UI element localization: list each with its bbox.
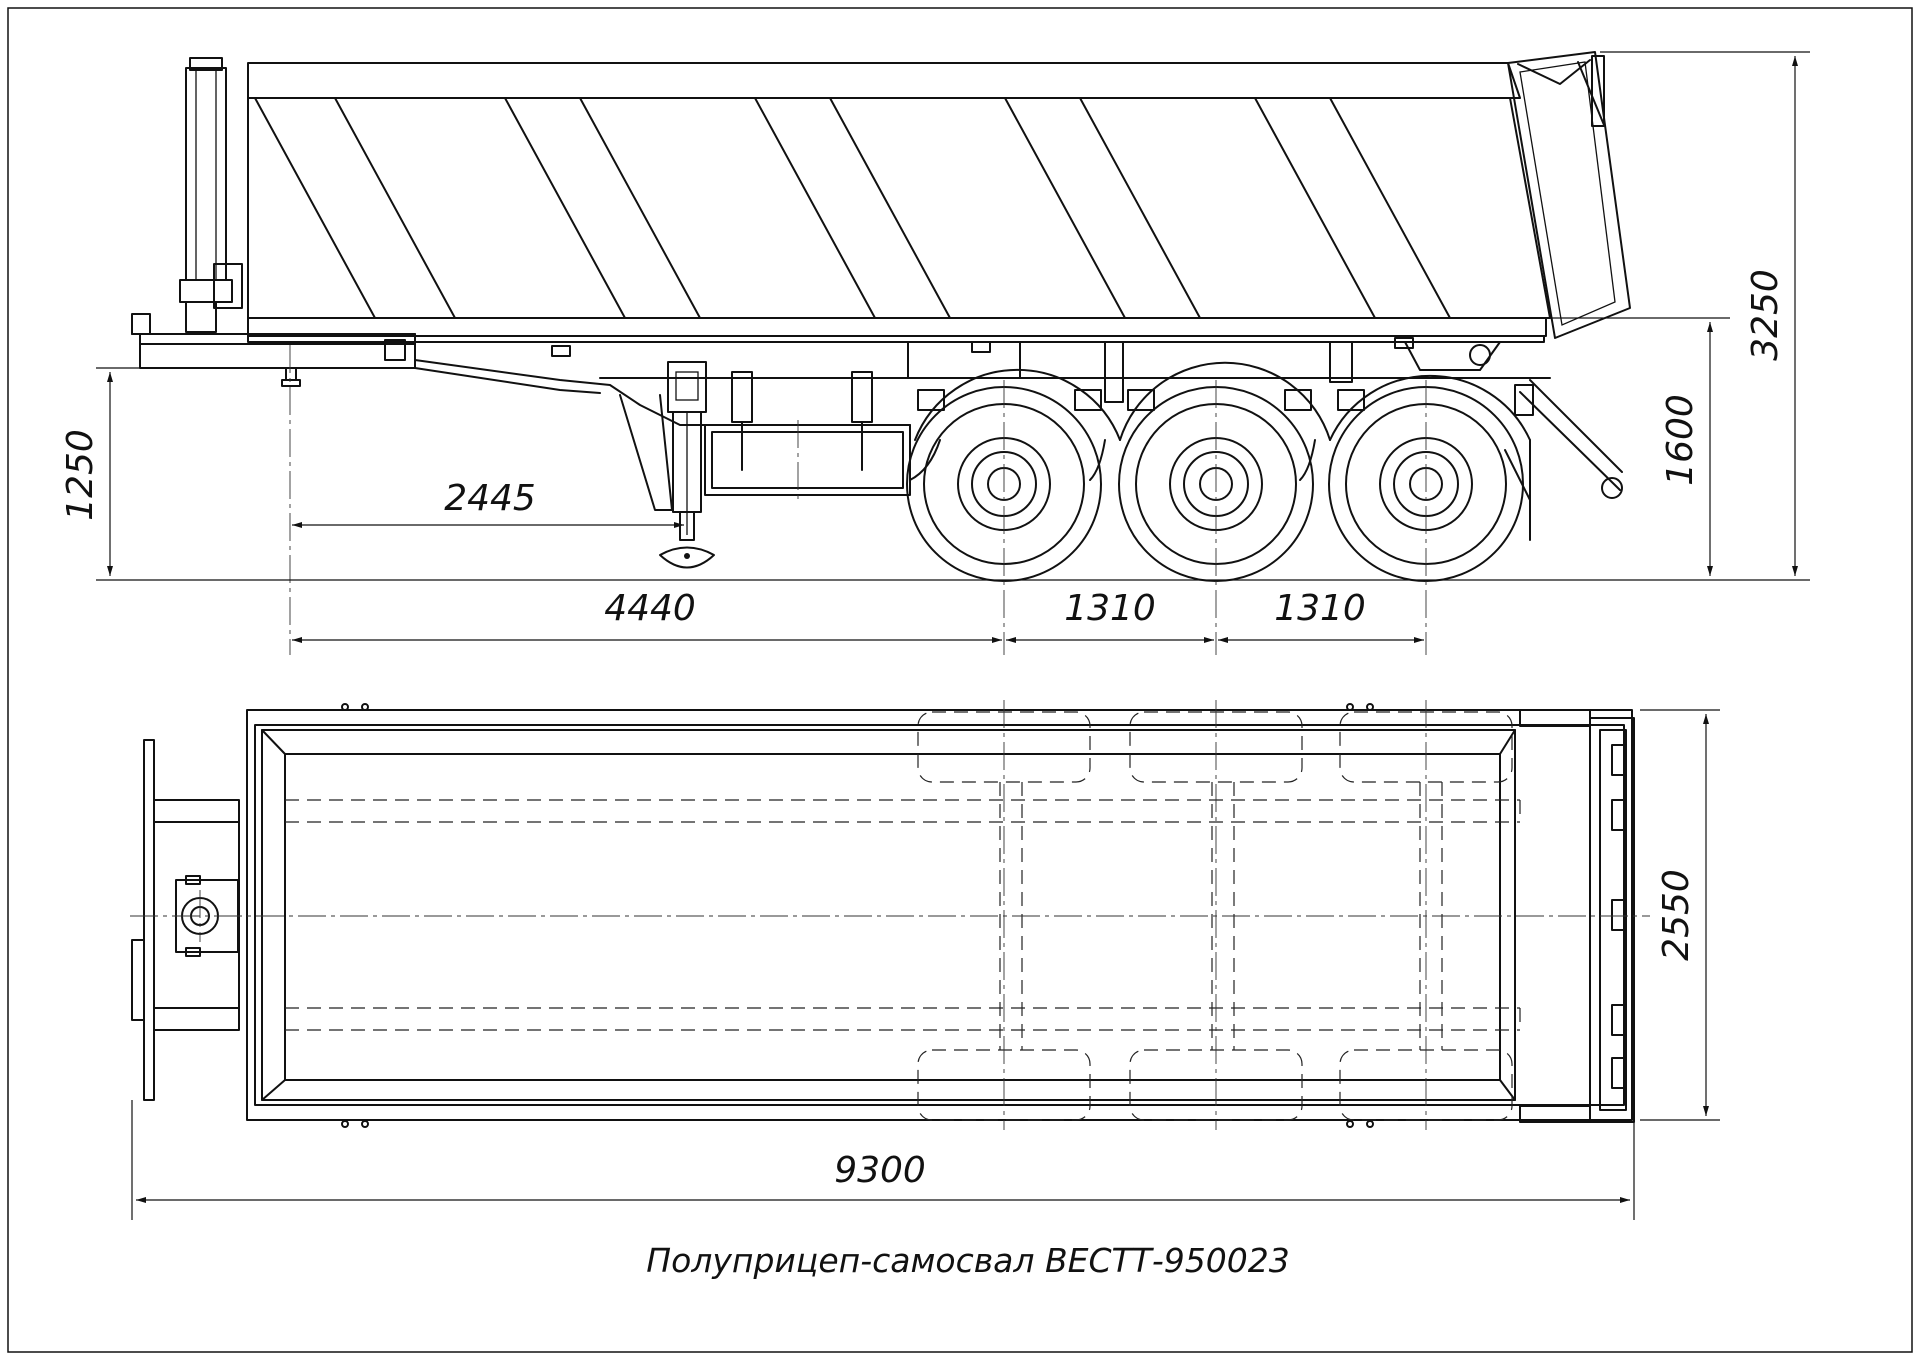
dim-kingpin-to-axle: 4440 — [604, 588, 696, 629]
toolbox — [704, 371, 911, 500]
top-tailgate — [1519, 709, 1635, 1123]
dim-axle-spacing-2: 1310 — [1274, 588, 1366, 629]
top-view — [130, 700, 1650, 1130]
top-centerlines — [130, 700, 1650, 1130]
rear-mechanism — [914, 341, 1623, 541]
hydraulic-cylinder — [179, 57, 243, 333]
dim-kingpin-to-leg: 2445 — [444, 478, 536, 519]
dim-frame-height: 1600 — [1660, 394, 1701, 486]
side-marker-lights — [341, 703, 1374, 1128]
dim-axle-spacing-1: 1310 — [1064, 588, 1156, 629]
top-body — [246, 709, 1633, 1121]
top-dimensions: 2550 9300 — [131, 709, 1720, 1220]
coupling-assembly — [131, 739, 240, 1101]
side-view — [96, 51, 1810, 655]
axle-centerlines — [289, 345, 1427, 655]
dim-total-height: 3250 — [1745, 269, 1786, 361]
sheet-border — [7, 7, 1913, 1353]
drawing-title: Полуприцеп-самосвал ВЕСТТ-950023 — [646, 1241, 1289, 1280]
landing-gear — [619, 361, 715, 569]
tipper-body — [247, 51, 1631, 343]
wheels — [906, 386, 1524, 582]
dim-coupling-height: 1250 — [60, 429, 101, 521]
dim-width: 2550 — [1656, 869, 1697, 961]
side-dimensions: 1250 2445 4440 1310 1310 1600 3250 — [60, 51, 1810, 643]
dim-length: 9300 — [834, 1150, 926, 1191]
